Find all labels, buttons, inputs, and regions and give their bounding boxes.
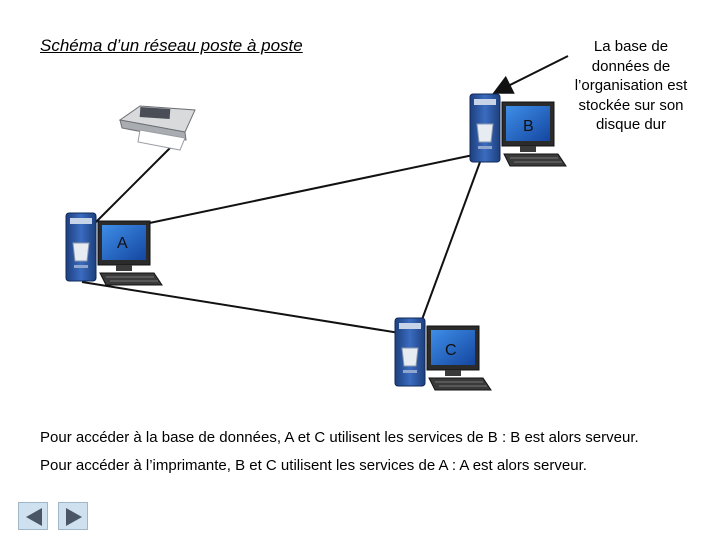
arrow-right-icon [66,508,82,526]
caption-database: Pour accéder à la base de données, A et … [40,429,639,446]
database-note: La base de données de l’organisation est… [574,38,688,133]
computer-b-icon[interactable] [469,93,567,167]
computer-b-label: B [523,118,534,135]
link-a-b [139,153,479,226]
computer-a-label: A [117,235,128,252]
slide-title: Schéma d’un réseau poste à poste [40,36,303,55]
link-printer-a [94,134,184,224]
note-arrow [492,55,569,94]
arrow-left-icon [26,508,42,526]
next-slide-button[interactable] [58,502,88,530]
computer-c-label: C [445,342,457,359]
computer-a-icon[interactable] [65,212,163,286]
previous-slide-button[interactable] [18,502,48,530]
printer-icon [118,105,196,151]
link-b-c [419,161,481,326]
link-a-c [81,281,413,336]
caption-printer: Pour accéder à l’imprimante, B et C util… [40,457,587,474]
computer-c-icon[interactable] [394,317,492,391]
